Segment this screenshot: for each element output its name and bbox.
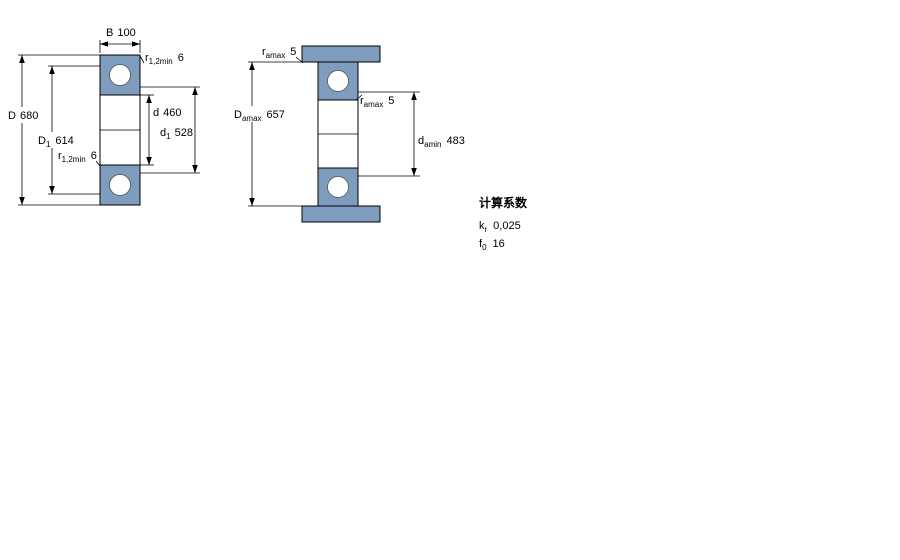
label-background [6, 107, 44, 123]
arrowhead-down-icon [49, 186, 55, 194]
arrowhead-down-icon [146, 157, 152, 165]
arrowhead-up-icon [146, 95, 152, 103]
leader-line [355, 94, 363, 101]
arrowhead-up-icon [19, 55, 25, 63]
upper-ball [109, 64, 131, 86]
upper-abutment-shoulder [301, 45, 381, 63]
leader-line [95, 160, 101, 167]
lower-ball [109, 174, 131, 196]
arrowhead-down-icon [249, 198, 255, 206]
arrowhead-down-icon [19, 197, 25, 205]
leader-line [139, 55, 145, 64]
arrowhead-up-icon [249, 62, 255, 70]
arrowhead-up-icon [192, 87, 198, 95]
arrowhead-down-icon [192, 165, 198, 173]
lower-abutment-shoulder [301, 205, 381, 223]
arrowhead-right-icon [132, 41, 140, 47]
arrowhead-up-icon [411, 92, 417, 100]
factors-heading: 计算系数 [479, 195, 528, 210]
arrowhead-up-icon [49, 66, 55, 74]
lower-ball [327, 176, 349, 198]
arrowhead-left-icon [100, 41, 108, 47]
label-background [34, 132, 78, 148]
upper-ball [327, 70, 349, 92]
arrowhead-down-icon [411, 168, 417, 176]
label-background [230, 106, 298, 122]
